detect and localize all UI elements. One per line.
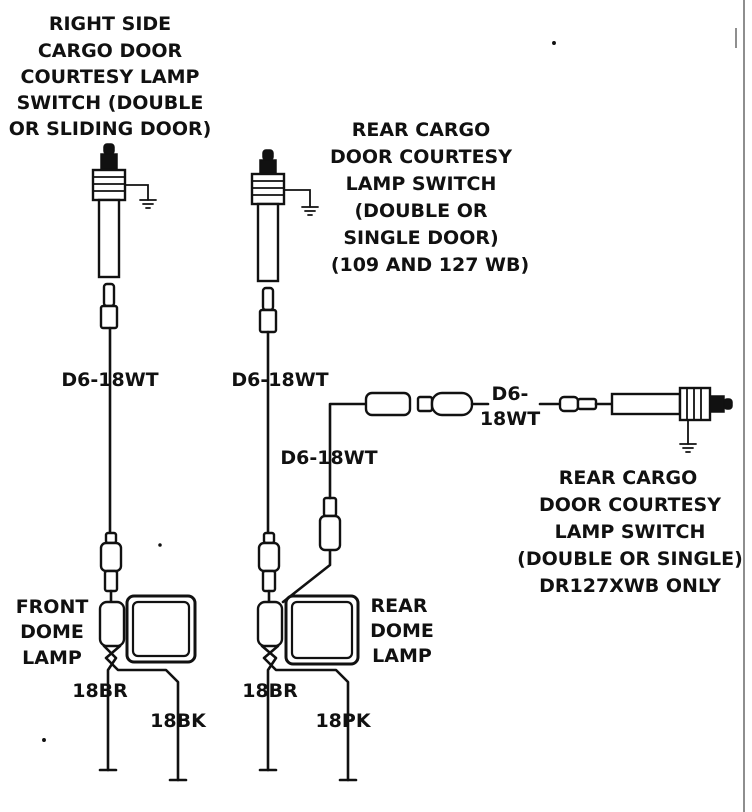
rear-pk-wire <box>262 644 350 782</box>
plunger-stem <box>100 153 118 171</box>
dr127-switch-line-1: REAR CARGO <box>559 467 698 489</box>
horizontal-connector-male <box>416 391 474 417</box>
dr127xwb-switch-label: REAR CARGO DOOR COURTESY LAMP SWITCH (DO… <box>517 467 743 597</box>
plunger-tip <box>723 398 733 410</box>
plunger-stem <box>709 395 725 413</box>
ground-symbol-icon <box>679 443 697 453</box>
right-switch-line-3: COURTESY LAMP <box>21 66 200 88</box>
front-dome-lamp <box>98 594 197 664</box>
threaded-collar <box>91 168 127 202</box>
rear-switch-line-2: DOOR COURTESY <box>330 146 512 168</box>
rear-switch-line-5: SINGLE DOOR) <box>343 227 498 249</box>
rear-lamp-line-3: LAMP <box>372 645 432 667</box>
rear-door-switch <box>250 149 319 283</box>
right-switch-line-4: SWITCH (DOUBLE <box>17 92 204 114</box>
horizontal-connector-female <box>364 391 412 417</box>
front-dome-lamp-label: FRONT DOME LAMP <box>16 596 89 669</box>
ground-lead <box>124 184 149 201</box>
scan-speck <box>158 543 162 547</box>
front-lamp-socket <box>98 600 126 648</box>
front-lamp-line-1: FRONT <box>16 596 89 618</box>
rear-lamp-line-1: REAR <box>371 595 428 617</box>
rear-switch-line-4: (DOUBLE OR <box>355 200 488 222</box>
rear-switch-line-3: LAMP SWITCH <box>346 173 497 195</box>
front-br-wire-label: 18BR <box>72 680 128 702</box>
right-d6-wire-label-1: D6- <box>492 383 529 405</box>
rear-lamp-socket <box>256 600 284 648</box>
scan-speck <box>552 41 556 45</box>
rear-lamp-line-2: DOME <box>370 620 434 642</box>
front-lamp-housing <box>125 594 197 664</box>
branch-d6-wire-upper <box>328 402 368 500</box>
rear-pk-wire-label: 18PK <box>315 710 371 732</box>
center-switch-connector <box>258 286 278 334</box>
threaded-collar <box>678 386 712 422</box>
right-d6-wire-label-2: 18WT <box>480 408 540 430</box>
right-switch-line-1: RIGHT SIDE <box>49 13 171 35</box>
front-lamp-line-3: LAMP <box>22 647 82 669</box>
front-lamp-lens <box>131 600 191 658</box>
front-bk-wire <box>104 644 180 782</box>
center-d6-wire-label: D6-18WT <box>231 369 328 391</box>
right-switch-connector <box>558 395 598 413</box>
right-side-door-switch <box>91 143 157 279</box>
dr127-switch-line-3: LAMP SWITCH <box>555 521 706 543</box>
right-switch-line-2: CARGO DOOR <box>38 40 183 62</box>
rear-lamp-housing <box>284 594 360 666</box>
rear-br-wire <box>260 644 278 772</box>
right-side-switch-label: RIGHT SIDE CARGO DOOR COURTESY LAMP SWIT… <box>9 13 212 140</box>
rear-dome-lamp <box>256 594 360 666</box>
rear-lamp-lens <box>290 600 354 660</box>
front-bk-wire-label: 18BK <box>150 710 207 732</box>
dr127xwb-door-switch <box>610 386 733 453</box>
switch-barrel <box>610 392 682 416</box>
dr127-switch-line-5: DR127XWB ONLY <box>539 575 721 597</box>
front-lamp-line-2: DOME <box>20 621 84 643</box>
rear-br-wire-label: 18BR <box>242 680 298 702</box>
rear-switch-line-1: REAR CARGO <box>352 119 491 141</box>
branch-d6-wire <box>281 548 332 604</box>
dr127-switch-line-4: (DOUBLE OR SINGLE) <box>517 548 743 570</box>
plunger-tip <box>103 143 115 155</box>
left-switch-connector <box>99 282 119 330</box>
right-switch-line-5: OR SLIDING DOOR) <box>9 118 212 140</box>
ground-symbol-icon <box>301 206 319 216</box>
branch-d6-wire-label: D6-18WT <box>280 447 377 469</box>
rear-switch-ground-lead <box>283 189 311 208</box>
front-lamp-connector <box>99 531 123 593</box>
branch-connector <box>318 496 342 552</box>
scan-speck <box>42 738 46 742</box>
left-d6-wire-label: D6-18WT <box>61 369 158 391</box>
rear-lamp-connector <box>257 531 281 593</box>
switch-barrel <box>97 198 121 279</box>
rear-switch-label: REAR CARGO DOOR COURTESY LAMP SWITCH (DO… <box>330 119 529 276</box>
dr127-switch-line-2: DOOR COURTESY <box>539 494 721 516</box>
rear-switch-line-6: (109 AND 127 WB) <box>331 254 529 276</box>
ground-symbol-icon <box>139 199 157 209</box>
rear-dome-lamp-label: REAR DOME LAMP <box>370 595 434 667</box>
